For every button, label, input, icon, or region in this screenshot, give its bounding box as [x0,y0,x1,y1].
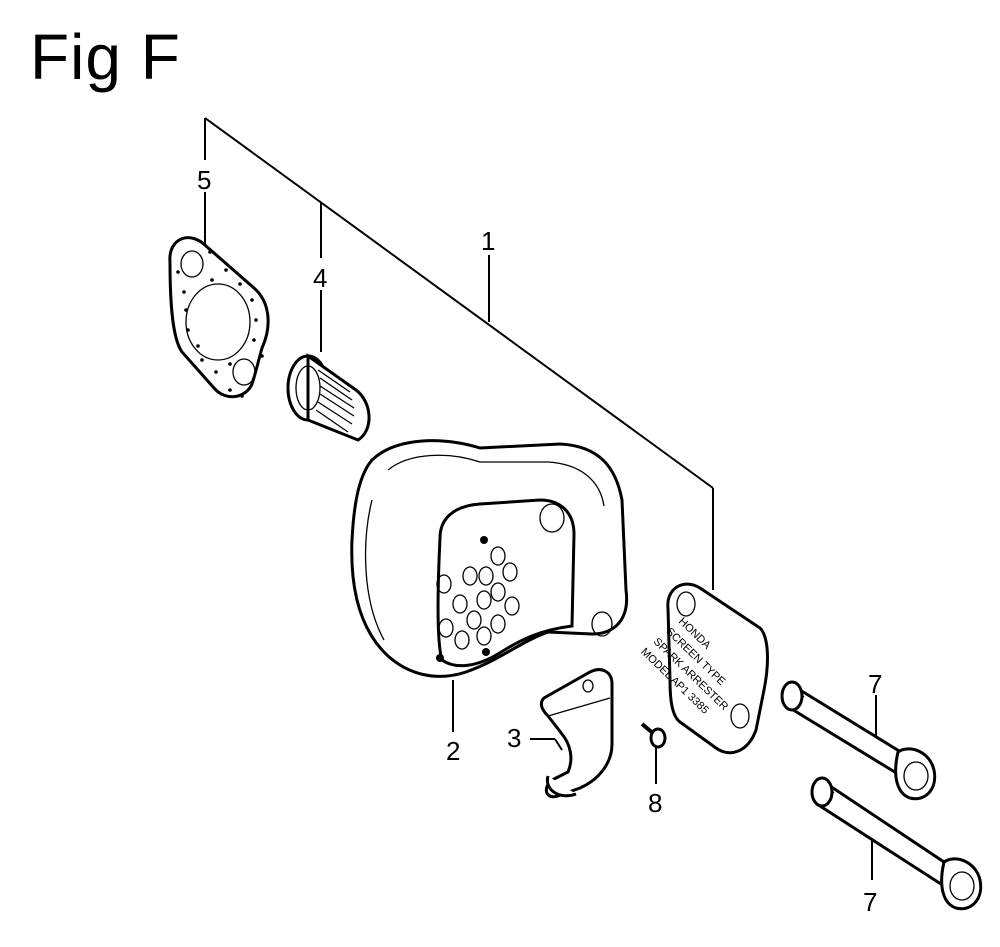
part-8-screw [640,722,667,749]
callout-7-lower: 7 [863,887,877,917]
part-4-spark-arrester-screen [286,353,371,442]
callout-7-upper: 7 [868,669,882,699]
part-7-bolt-upper [780,680,937,801]
callout-3: 3 [507,723,521,753]
callout-numbers: 1 2 3 4 5 7 7 8 [197,165,882,917]
callout-5: 5 [197,165,211,195]
figure-title: Fig F [30,21,181,93]
part-5-gasket [168,236,270,399]
callout-8: 8 [648,788,662,818]
callout-1: 1 [481,226,495,256]
part-2-muffler [350,439,629,678]
part-7-bolt-lower [810,776,983,911]
spark-arrester-plate: HONDA SCREEN TYPE SPARK ARRESTER MODEL A… [638,582,769,754]
callout-4: 4 [313,263,327,293]
part-3-bracket [539,668,614,799]
leader-lines [204,117,877,880]
callout-2: 2 [446,736,460,766]
